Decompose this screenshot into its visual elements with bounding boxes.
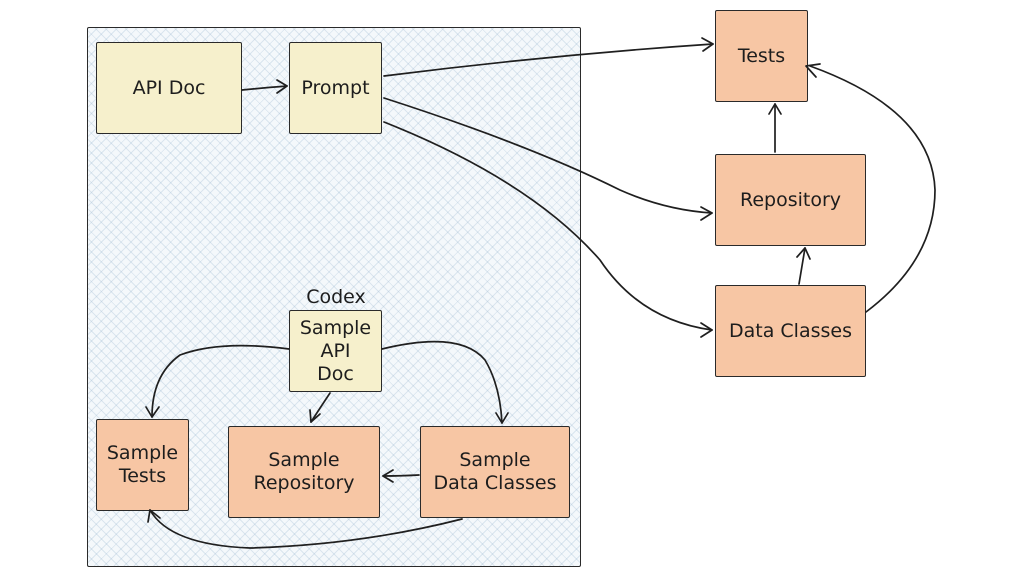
arrowhead-prompt-to-data-classes <box>700 322 713 338</box>
api-doc-box: API Doc <box>96 42 242 134</box>
sample-api-doc-box: Sample API Doc <box>289 310 382 392</box>
sample-data-classes-box: Sample Data Classes <box>420 426 570 518</box>
arrowhead-data-classes-to-repository <box>796 247 811 260</box>
tests-box: Tests <box>715 10 808 102</box>
arrowhead-prompt-to-tests <box>701 37 714 52</box>
data-classes-box: Data Classes <box>715 285 866 377</box>
repository-box: Repository <box>715 154 866 246</box>
arrowhead-prompt-to-repository <box>700 206 713 221</box>
arrowhead-data-classes-to-tests <box>805 63 821 78</box>
prompt-box: Prompt <box>289 42 382 134</box>
sample-repository-box: Sample Repository <box>228 426 380 518</box>
sample-tests-box: Sample Tests <box>96 419 189 511</box>
arrowhead-repository-to-tests <box>768 103 782 115</box>
codex-label: Codex <box>306 286 366 308</box>
arrow-data-classes-to-repository <box>798 247 806 285</box>
